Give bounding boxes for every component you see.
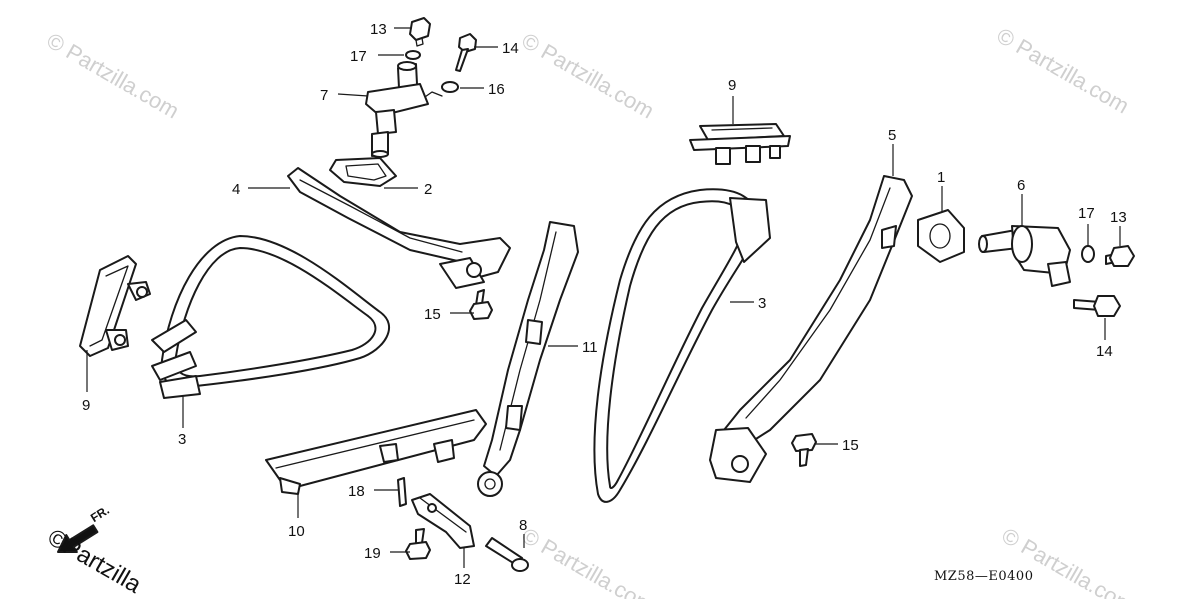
callout-19: 19 (364, 545, 381, 562)
callout-14-top: 14 (502, 40, 519, 57)
tensioner-lifter-6 (978, 225, 1071, 287)
bolt-13-top (409, 17, 431, 47)
gasket-1 (917, 209, 965, 263)
chain-guide-9-left (79, 255, 151, 357)
callout-11: 11 (582, 339, 598, 356)
callout-1: 1 (937, 169, 945, 186)
chain-guide-11 (477, 221, 579, 497)
callout-15-right: 15 (842, 437, 859, 454)
callout-18: 18 (348, 483, 365, 500)
callout-13-top: 13 (370, 21, 387, 38)
cam-chain-3-left (151, 235, 391, 399)
bolt-15-right (791, 433, 817, 467)
cam-chain-3-right (593, 188, 771, 503)
callout-9-left: 9 (82, 397, 90, 414)
tensioner-guide-5 (709, 175, 913, 483)
callout-5: 5 (888, 127, 896, 144)
bolt-14-right (1073, 295, 1121, 317)
washer-17-right (1081, 245, 1095, 263)
callout-3-right: 3 (758, 295, 766, 312)
watermark-bottom-center: © Partzilla.com (518, 523, 659, 599)
chain-guide-9-right (689, 123, 791, 165)
bolt-15-middle (469, 289, 493, 320)
gasket-2 (329, 157, 397, 187)
front-arrow-label: FR. (88, 503, 112, 525)
pin-18 (397, 477, 407, 507)
watermarks: © Partzilla.com © Partzilla.com © Partzi… (43, 23, 1139, 599)
callout-4: 4 (232, 181, 240, 198)
callout-2: 2 (424, 181, 432, 198)
washer-17 (405, 50, 421, 60)
callout-16: 16 (488, 81, 505, 98)
tensioner-lifter-7 (365, 61, 429, 158)
callout-9-right: 9 (728, 77, 736, 94)
bracket-12 (411, 493, 475, 549)
bolt-14-top (455, 33, 477, 72)
bolt-13-right (1105, 245, 1135, 267)
callouts: 13 17 14 7 16 4 2 15 9 3 10 18 19 12 8 1… (82, 21, 1127, 588)
callout-13-right: 13 (1110, 209, 1127, 226)
watermark-top-right: © Partzilla.com (993, 23, 1134, 119)
callout-15-middle: 15 (424, 306, 441, 323)
arrow-icon (57, 524, 99, 554)
callout-14-right: 14 (1096, 343, 1113, 360)
watermark-top-center: © Partzilla.com (518, 28, 659, 124)
callout-12: 12 (454, 571, 471, 588)
watermark-bottom-right: © Partzilla.com (998, 523, 1139, 599)
bolt-19 (405, 528, 431, 560)
callout-17-top: 17 (350, 48, 367, 65)
washer-16 (441, 81, 459, 93)
pin-8 (485, 537, 529, 572)
chain-guide-4 (287, 167, 511, 289)
callout-6: 6 (1017, 177, 1025, 194)
watermark-corner: ©Partzilla (43, 524, 146, 599)
callout-17-right: 17 (1078, 205, 1095, 222)
watermark-top-left: © Partzilla.com (43, 28, 184, 124)
callout-7: 7 (320, 87, 328, 104)
callout-8: 8 (519, 517, 527, 534)
leader-lines (86, 27, 1121, 568)
callout-10: 10 (288, 523, 305, 540)
chain-guide-10 (265, 409, 487, 495)
callout-3-left: 3 (178, 431, 186, 448)
diagram-code: MZ58—E0400 (934, 569, 1033, 584)
